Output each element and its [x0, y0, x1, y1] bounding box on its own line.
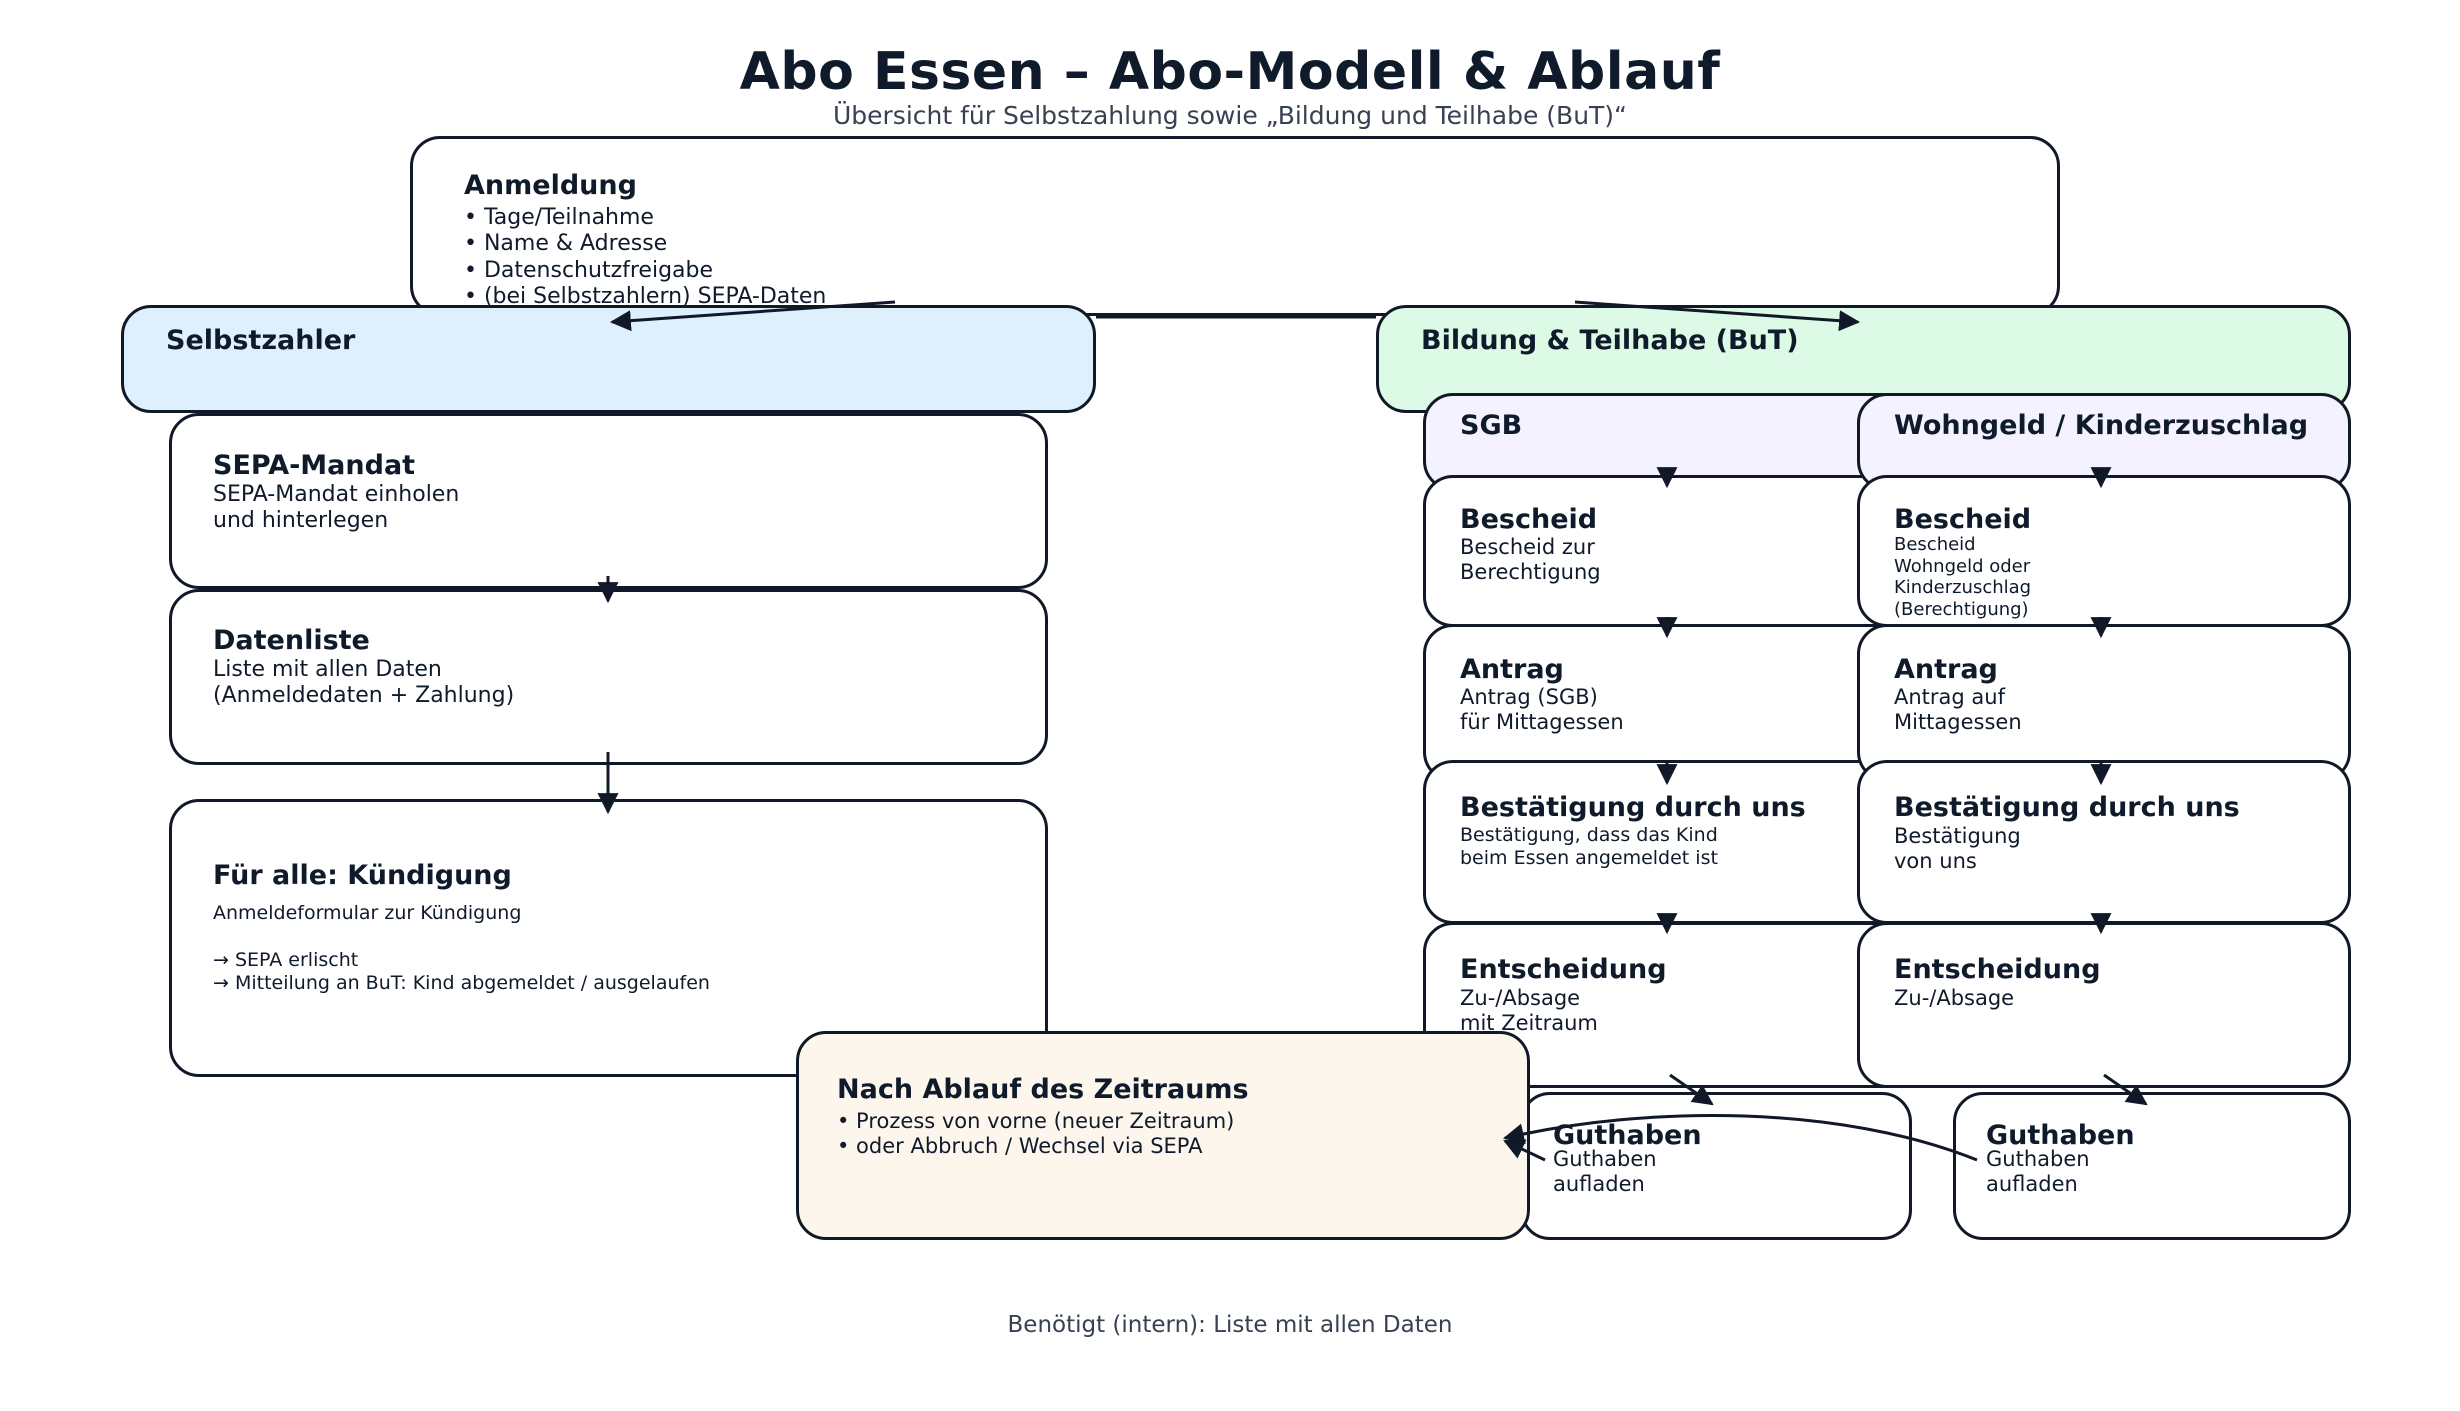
sepa-mandat-title: SEPA-Mandat [213, 450, 416, 481]
wohngeld-guthaben-title: Guthaben [1986, 1120, 2135, 1151]
kuendigung-line: → Mitteilung an BuT: Kind abgemeldet / a… [213, 971, 710, 994]
selbstzahler-title: Selbstzahler [166, 325, 356, 356]
wohngeld-bestaetigung-title: Bestätigung durch uns [1894, 792, 2240, 823]
sgb-bestaetigung-line: beim Essen angemeldet ist [1460, 846, 1718, 869]
wohngeld-bestaetigung-text: Bestätigung von uns [1894, 824, 2021, 874]
wohngeld-bestaetigung-line: Bestätigung [1894, 824, 2021, 848]
anmeldung-box: Anmeldung • Tage/Teilnahme • Name & Adre… [410, 136, 2060, 316]
sgb-bestaetigung-line: Bestätigung, dass das Kind [1460, 824, 1718, 846]
sepa-mandat-line: SEPA-Mandat einholen [213, 482, 460, 507]
sgb-entscheidung-line: Zu-/Absage [1460, 986, 1581, 1010]
sgb-bescheid-line: Berechtigung [1460, 560, 1601, 585]
wohngeld-title: Wohngeld / Kinderzuschlag [1894, 410, 2309, 441]
wohngeld-guthaben-text: Guthaben aufladen [1986, 1147, 2090, 1197]
anmeldung-item: • Datenschutzfreigabe [464, 257, 714, 283]
wohngeld-bescheid-line: (Berechtigung) [1894, 598, 2029, 620]
wohngeld-entscheidung-line: Zu-/Absage [1894, 986, 2015, 1010]
sgb-antrag-title: Antrag [1460, 654, 1564, 685]
sgb-guthaben-line: aufladen [1553, 1172, 1645, 1197]
sgb-guthaben-text: Guthaben aufladen [1553, 1147, 1657, 1197]
wohngeld-entscheidung-text: Zu-/Absage [1894, 986, 2014, 1011]
sgb-entscheidung-text: Zu-/Absage mit Zeitraum [1460, 986, 1598, 1036]
footer-note: Benötigt (intern): Liste mit allen Daten [1007, 1312, 1453, 1338]
wohngeld-guthaben-box: Guthaben Guthaben aufladen [1953, 1092, 2351, 1240]
wohngeld-antrag-text: Antrag auf Mittagessen [1894, 685, 2022, 735]
wohngeld-antrag-line: Antrag auf [1894, 685, 2005, 709]
sgb-antrag-text: Antrag (SGB) für Mittagessen [1460, 685, 1624, 735]
sgb-bescheid-box: Bescheid Bescheid zur Berechtigung [1423, 475, 1912, 627]
wohngeld-antrag-box: Antrag Antrag auf Mittagessen [1857, 624, 2351, 782]
wohngeld-guthaben-line: Guthaben [1986, 1147, 2090, 1171]
wohngeld-bescheid-line: Bescheid [1894, 534, 1976, 555]
kuendigung-box: Für alle: Kündigung Anmeldeformular zur … [169, 799, 1048, 1077]
sgb-bestaetigung-title: Bestätigung durch uns [1460, 792, 1806, 823]
wohngeld-bestaetigung-line: von uns [1894, 849, 1977, 874]
sgb-title: SGB [1460, 410, 1523, 441]
wohngeld-bestaetigung-box: Bestätigung durch uns Bestätigung von un… [1857, 760, 2351, 924]
datenliste-text: Liste mit allen Daten (Anmeldedaten + Za… [213, 657, 514, 710]
sepa-mandat-box: SEPA-Mandat SEPA-Mandat einholen und hin… [169, 413, 1048, 589]
anmeldung-title: Anmeldung [464, 170, 637, 201]
sgb-antrag-line: Antrag (SGB) [1460, 685, 1598, 709]
datenliste-box: Datenliste Liste mit allen Daten (Anmeld… [169, 589, 1048, 765]
sepa-mandat-text: SEPA-Mandat einholen und hinterlegen [213, 482, 459, 535]
kuendigung-title: Für alle: Kündigung [213, 860, 512, 891]
datenliste-title: Datenliste [213, 625, 370, 656]
wohngeld-antrag-title: Antrag [1894, 654, 1998, 685]
sgb-guthaben-line: Guthaben [1553, 1147, 1657, 1171]
ablauf-line: • oder Abbruch / Wechsel via SEPA [837, 1134, 1203, 1159]
sgb-antrag-box: Antrag Antrag (SGB) für Mittagessen [1423, 624, 1912, 782]
anmeldung-item: • Tage/Teilnahme [464, 205, 654, 230]
wohngeld-bescheid-title: Bescheid [1894, 504, 2032, 535]
anmeldung-items: • Tage/Teilnahme • Name & Adresse • Date… [464, 205, 826, 311]
sgb-bestaetigung-box: Bestätigung durch uns Bestätigung, dass … [1423, 760, 1912, 924]
wohngeld-guthaben-line: aufladen [1986, 1172, 2078, 1197]
wohngeld-bescheid-text: Bescheid Wohngeld oder Kinderzuschlag (B… [1894, 534, 2031, 620]
datenliste-line: Liste mit allen Daten [213, 657, 442, 682]
sgb-guthaben-box: Guthaben Guthaben aufladen [1520, 1092, 1912, 1240]
kuendigung-intro: Anmeldeformular zur Kündigung [213, 902, 522, 924]
ablauf-title: Nach Ablauf des Zeitraums [837, 1074, 1249, 1105]
wohngeld-entscheidung-title: Entscheidung [1894, 954, 2101, 985]
sgb-entscheidung-title: Entscheidung [1460, 954, 1667, 985]
sgb-bestaetigung-text: Bestätigung, dass das Kind beim Essen an… [1460, 824, 1718, 870]
sepa-mandat-line: und hinterlegen [213, 508, 389, 534]
selbstzahler-header: Selbstzahler [121, 305, 1096, 413]
but-title: Bildung & Teilhabe (BuT) [1421, 325, 1799, 356]
kuendigung-text: → SEPA erlischt → Mitteilung an BuT: Kin… [213, 949, 710, 995]
wohngeld-bescheid-box: Bescheid Bescheid Wohngeld oder Kinderzu… [1857, 475, 2351, 627]
wohngeld-bescheid-line: Wohngeld oder [1894, 555, 2031, 577]
page-title: Abo Essen – Abo-Modell & Ablauf [739, 42, 1721, 102]
sgb-bescheid-line: Bescheid zur [1460, 535, 1595, 559]
sgb-bescheid-text: Bescheid zur Berechtigung [1460, 535, 1601, 585]
wohngeld-antrag-line: Mittagessen [1894, 710, 2022, 735]
sgb-bescheid-title: Bescheid [1460, 504, 1598, 535]
anmeldung-item: • Name & Adresse [464, 231, 668, 257]
page-subtitle: Übersicht für Selbstzahlung sowie „Bildu… [832, 101, 1628, 130]
ablauf-box: Nach Ablauf des Zeitraums • Prozess von … [796, 1031, 1530, 1240]
ablauf-line: • Prozess von vorne (neuer Zeitraum) [837, 1109, 1235, 1133]
sgb-antrag-line: für Mittagessen [1460, 710, 1624, 735]
ablauf-text: • Prozess von vorne (neuer Zeitraum) • o… [837, 1109, 1234, 1159]
wohngeld-entscheidung-box: Entscheidung Zu-/Absage [1857, 922, 2351, 1088]
datenliste-line: (Anmeldedaten + Zahlung) [213, 683, 515, 709]
wohngeld-bescheid-line: Kinderzuschlag [1894, 577, 2032, 599]
kuendigung-line: → SEPA erlischt [213, 949, 359, 971]
